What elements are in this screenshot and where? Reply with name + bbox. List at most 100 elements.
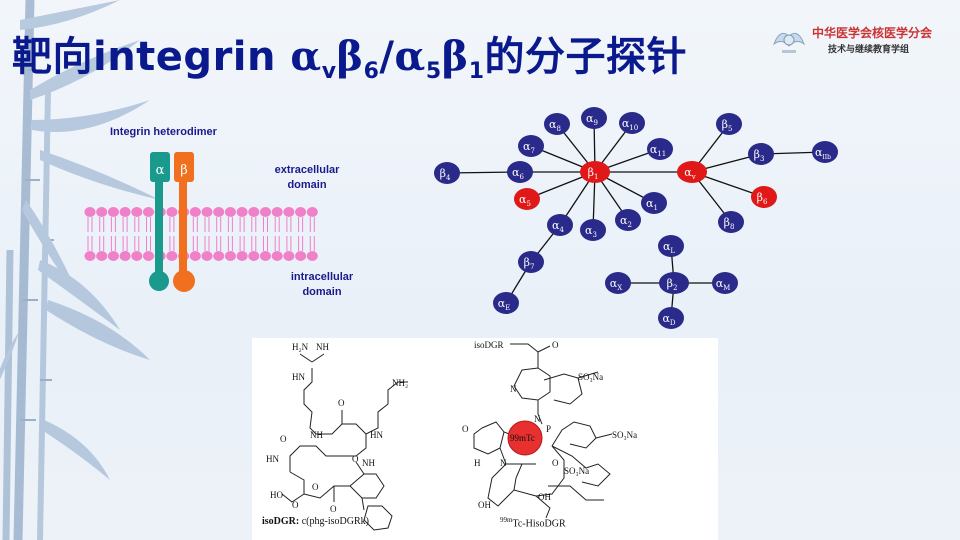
lipid-molecule xyxy=(295,236,307,261)
o-label-5: O xyxy=(330,504,337,514)
n-label-r2: N xyxy=(534,414,541,424)
integrin-node-label: α8 xyxy=(549,118,561,133)
lipid-molecule xyxy=(248,207,260,232)
o-label-r3: O xyxy=(552,458,559,468)
lipid-molecule xyxy=(248,236,260,261)
lipid-molecule xyxy=(306,207,318,232)
lipid-molecule xyxy=(107,207,119,232)
ho-label: HO xyxy=(270,490,283,500)
lipid-molecule xyxy=(143,236,154,261)
integrin-node-aX: αX xyxy=(605,272,631,294)
tc-hisodgr-caption: 99mTc-HisoDGR xyxy=(500,516,566,530)
h-label: H xyxy=(474,458,481,468)
hn-label-1: HN xyxy=(292,372,305,382)
integrin-node-b7: β7 xyxy=(518,251,544,273)
lipid-molecule xyxy=(306,236,318,261)
slide-title: 靶向integrin αvβ6/α5β1的分子探针 xyxy=(12,33,687,84)
lipid-molecule xyxy=(260,207,271,232)
integrin-node-b3: β3 xyxy=(748,143,774,165)
integrin-node-label: αIIb xyxy=(815,146,831,161)
integrin-node-a6: α6 xyxy=(507,161,533,183)
logo-group-name: 技术与继续教育学组 xyxy=(828,45,910,55)
integrin-node-label: β4 xyxy=(440,167,451,182)
o-label-2: O xyxy=(280,434,287,444)
n-label-r1: N xyxy=(510,384,517,394)
so3na-label-2: SO₃Na xyxy=(612,430,637,440)
lipid-molecule xyxy=(201,236,213,261)
alpha-subunit-head xyxy=(150,152,170,182)
integrin-node-label: β3 xyxy=(754,148,765,163)
lipid-molecule xyxy=(236,236,248,261)
lipid-molecule xyxy=(283,236,295,261)
alpha-subunit-tail xyxy=(149,271,169,291)
integrin-node-label: α7 xyxy=(523,140,535,155)
integrin-node-a3: α3 xyxy=(580,219,606,241)
integrin-node-label: α10 xyxy=(622,117,638,132)
nh-label-top: NH xyxy=(316,342,329,352)
nh-label-3: NH xyxy=(362,458,375,468)
hn-label-2: HN xyxy=(370,430,383,440)
integrin-node-label: α11 xyxy=(650,143,666,158)
hn-label-3: HN xyxy=(266,454,279,464)
lipid-molecule xyxy=(119,207,131,232)
so3na-label-3: SO₃Na xyxy=(564,466,589,476)
integrin-node-label: β1 xyxy=(588,166,599,181)
integrin-node-a5: α5 xyxy=(514,188,540,210)
lipid-molecule xyxy=(295,207,307,232)
integrin-node-label: β8 xyxy=(724,216,735,231)
extracellular-label-line1: extracellular xyxy=(274,164,340,176)
o-label-4: O xyxy=(292,500,299,510)
lipid-molecule xyxy=(84,207,96,232)
integrin-node-label: β6 xyxy=(757,191,768,206)
logo-society-name: 中华医学会核医学分会 xyxy=(812,26,933,40)
integrin-node-label: α5 xyxy=(519,193,531,208)
integrin-node-label: α6 xyxy=(512,166,524,181)
lipid-molecule xyxy=(271,236,283,261)
chemical-structures-panel: H₂N NH HN NH₂ O NH HN O O HN NH HO O O O… xyxy=(252,338,718,540)
h2n-label: H₂N xyxy=(292,342,309,352)
intracellular-label-line2: domain xyxy=(302,286,342,298)
integrin-node-label: β2 xyxy=(667,277,678,292)
integrin-node-aL: αL xyxy=(658,235,684,257)
integrin-node-aM: αM xyxy=(712,272,738,294)
integrin-node-b8: β8 xyxy=(718,211,744,233)
lipid-molecule xyxy=(260,236,271,261)
lipid-bilayer-diagram xyxy=(84,207,318,261)
lipid-molecule xyxy=(213,207,225,232)
lipid-molecule xyxy=(271,207,283,232)
integrin-node-av: αv xyxy=(677,161,707,183)
n-label-r3: N xyxy=(500,458,507,468)
lipid-molecule xyxy=(189,236,201,261)
beta-subunit-label: β xyxy=(180,163,188,178)
integrin-node-label: αv xyxy=(684,166,695,181)
lipid-molecule xyxy=(224,207,236,232)
lipid-molecule xyxy=(96,236,108,261)
integrin-node-b4: β4 xyxy=(434,162,460,184)
integrin-node-label: αL xyxy=(663,240,675,255)
integrin-node-aIIb: αIIb xyxy=(812,141,838,163)
beta-subunit-tail xyxy=(173,270,195,292)
isodgr-label: isoDGR xyxy=(474,340,504,350)
lipid-molecule xyxy=(201,207,213,232)
lipid-molecule xyxy=(166,236,178,261)
integrin-node-a10: α10 xyxy=(619,112,645,134)
integrin-node-label: α9 xyxy=(586,112,598,127)
integrin-node-label: β5 xyxy=(722,118,733,133)
integrin-node-label: β7 xyxy=(524,256,535,271)
integrin-node-label: α4 xyxy=(552,219,564,234)
o-label-r1: O xyxy=(552,340,559,350)
intracellular-label-line1: intracellular xyxy=(290,271,354,283)
lipid-molecule xyxy=(107,236,119,261)
integrin-node-a7: α7 xyxy=(518,135,544,157)
isodgr-caption: isoDGR: c(phg-isoDGRk) xyxy=(262,516,369,527)
nh-label-2: NH xyxy=(310,430,323,440)
o-label-3: O xyxy=(352,454,359,464)
p-label: P xyxy=(546,424,551,434)
lipid-molecule xyxy=(236,207,248,232)
so3na-label-1: SO₃Na xyxy=(578,372,603,382)
beta-subunit-head xyxy=(174,152,194,182)
integrin-node-label: αE xyxy=(498,297,511,312)
